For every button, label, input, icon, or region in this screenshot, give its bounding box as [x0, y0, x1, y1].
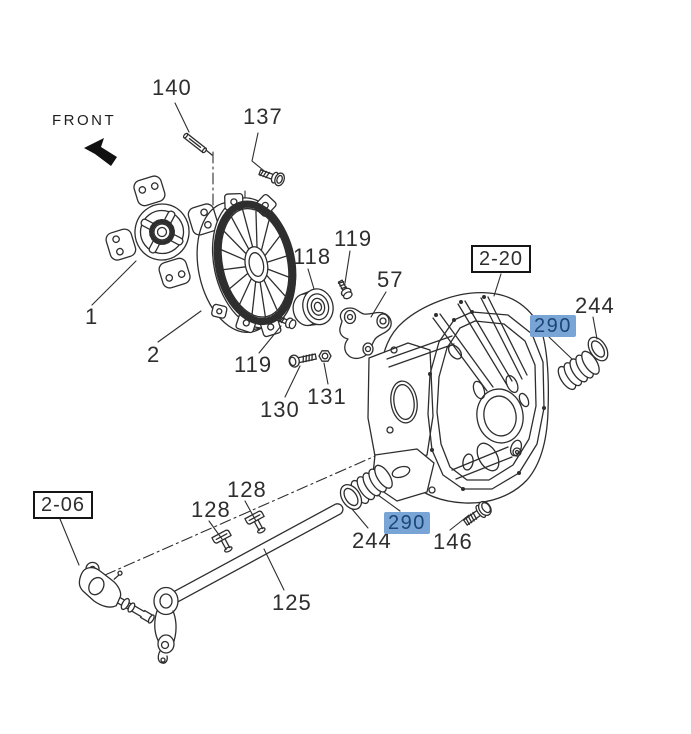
callout-1: 1	[85, 304, 99, 329]
callout-57: 57	[377, 267, 404, 292]
bolt-146-drawing	[463, 500, 492, 526]
pressure-plate-drawing	[196, 192, 297, 338]
nut-131-drawing	[318, 350, 332, 362]
callout-137: 137	[243, 104, 283, 129]
highlighted-callout-290-top[interactable]: 290	[530, 315, 576, 337]
callout-2: 2	[147, 342, 161, 367]
callout-244-top: 244	[575, 293, 615, 318]
bolt-130-drawing	[288, 353, 317, 368]
diaphragm-fingers	[219, 209, 289, 317]
bolt-119-bottom-drawing	[274, 315, 297, 330]
bolt-119-top-drawing	[337, 279, 353, 300]
callout-119-top: 119	[334, 226, 373, 251]
spring-top-drawing	[557, 350, 600, 391]
callout-125: 125	[272, 590, 312, 615]
leader-lines	[59, 102, 598, 591]
clutch-housing-drawing	[367, 292, 549, 504]
spring-bottom-drawing	[350, 464, 393, 505]
front-direction-arrow-icon	[84, 138, 117, 166]
reference-link-2-20[interactable]: 2-20	[471, 245, 532, 273]
bolt-137-drawing	[258, 169, 286, 187]
pin-drawing	[182, 132, 208, 154]
callout-118: 118	[293, 244, 332, 269]
shaft-drawing	[153, 503, 344, 616]
front-direction-label: FRONT	[52, 112, 117, 129]
callout-131: 131	[307, 384, 347, 409]
callout-128-a: 128	[191, 497, 231, 522]
clip-128-a-drawing	[211, 529, 233, 553]
release-bearing-drawing	[292, 288, 334, 327]
callout-130: 130	[260, 397, 300, 422]
clutch-disc-drawing	[105, 175, 219, 289]
release-fork-drawing	[339, 307, 392, 360]
callout-140: 140	[152, 75, 192, 100]
shift-lever-drawing	[154, 610, 177, 664]
callout-119-bottom: 119	[234, 352, 273, 377]
callout-128-b: 128	[227, 477, 267, 502]
callout-146: 146	[433, 529, 473, 554]
reference-link-2-06[interactable]: 2-06	[33, 491, 94, 519]
clip-128-b-drawing	[244, 510, 266, 534]
seal-ring-bottom-drawing	[339, 484, 363, 510]
slave-cylinder-drawing	[78, 561, 155, 624]
callout-244-bottom: 244	[352, 528, 392, 553]
highlighted-callout-290-bottom[interactable]: 290	[384, 512, 430, 534]
seal-ring-top-drawing	[587, 336, 609, 362]
